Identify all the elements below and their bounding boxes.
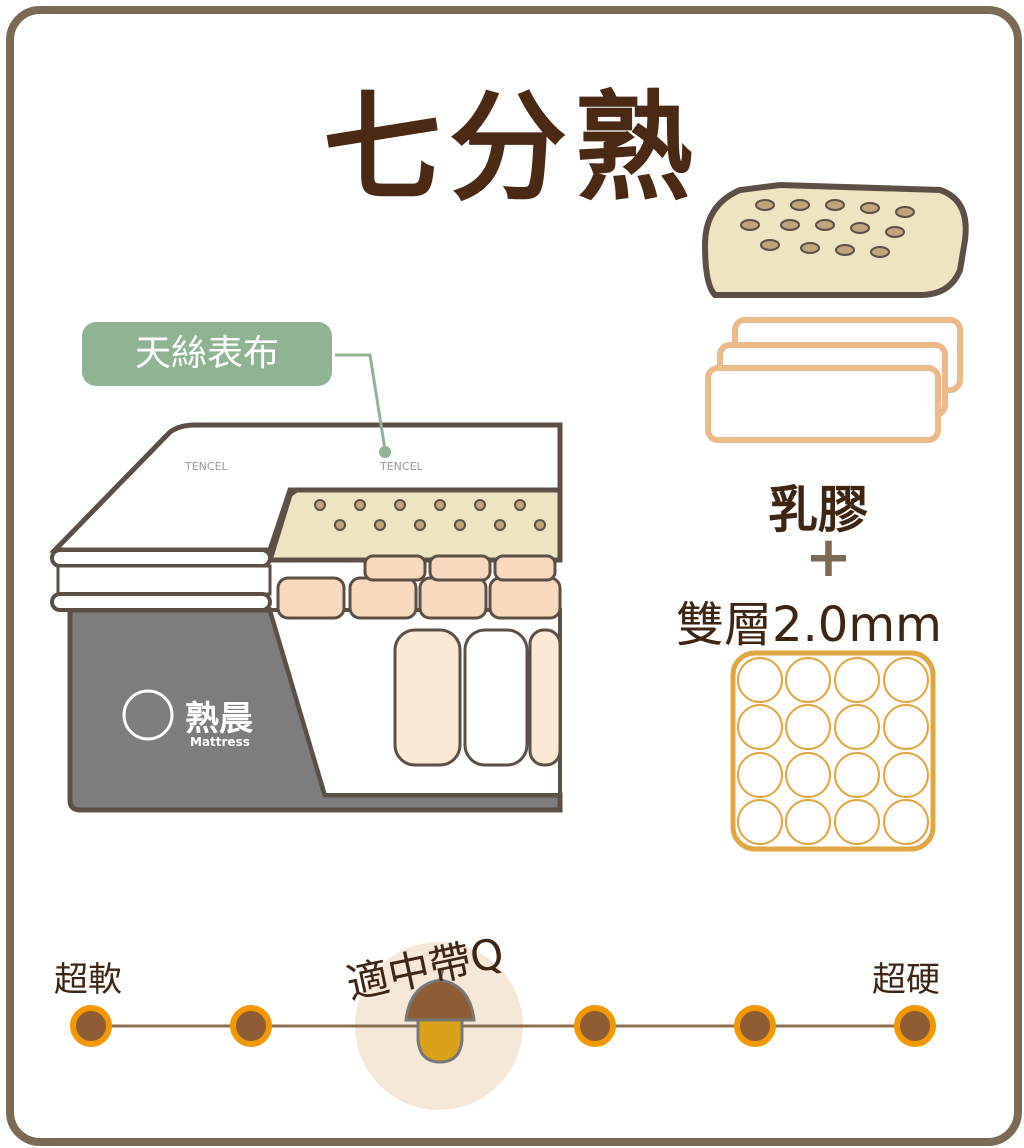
latex-icon	[701, 181, 969, 298]
inner-springs	[393, 628, 562, 767]
firmness-scale	[70, 942, 936, 1110]
tencel-mark: TENCEL	[184, 460, 229, 473]
scale-dot	[70, 1005, 112, 1047]
brand-logo-icon	[122, 689, 174, 741]
plus-sign: +	[805, 525, 852, 590]
fabric-top	[49, 422, 563, 553]
coil-grid-icon	[730, 650, 936, 852]
coil-label: 雙層2.0mm	[676, 597, 942, 653]
coil-layers-icon	[705, 317, 963, 443]
svg-text:TENCEL: TENCEL	[379, 460, 424, 473]
acorn-icon	[404, 967, 476, 1064]
brand-sub: Mattress	[190, 735, 250, 749]
scale-max-label: 超硬	[872, 960, 940, 1000]
scale-min-label: 超軟	[54, 960, 122, 1000]
fabric-label: 天絲表布	[82, 322, 332, 386]
mini-springs	[276, 554, 562, 620]
scale-dot	[574, 1005, 616, 1047]
latex-label: 乳膠	[768, 481, 868, 539]
scale-dot	[734, 1005, 776, 1047]
page-title: 七分熟	[322, 79, 701, 217]
brand-name: 熟晨	[185, 699, 253, 739]
scale-dot	[230, 1005, 272, 1047]
scale-dot	[894, 1005, 936, 1047]
